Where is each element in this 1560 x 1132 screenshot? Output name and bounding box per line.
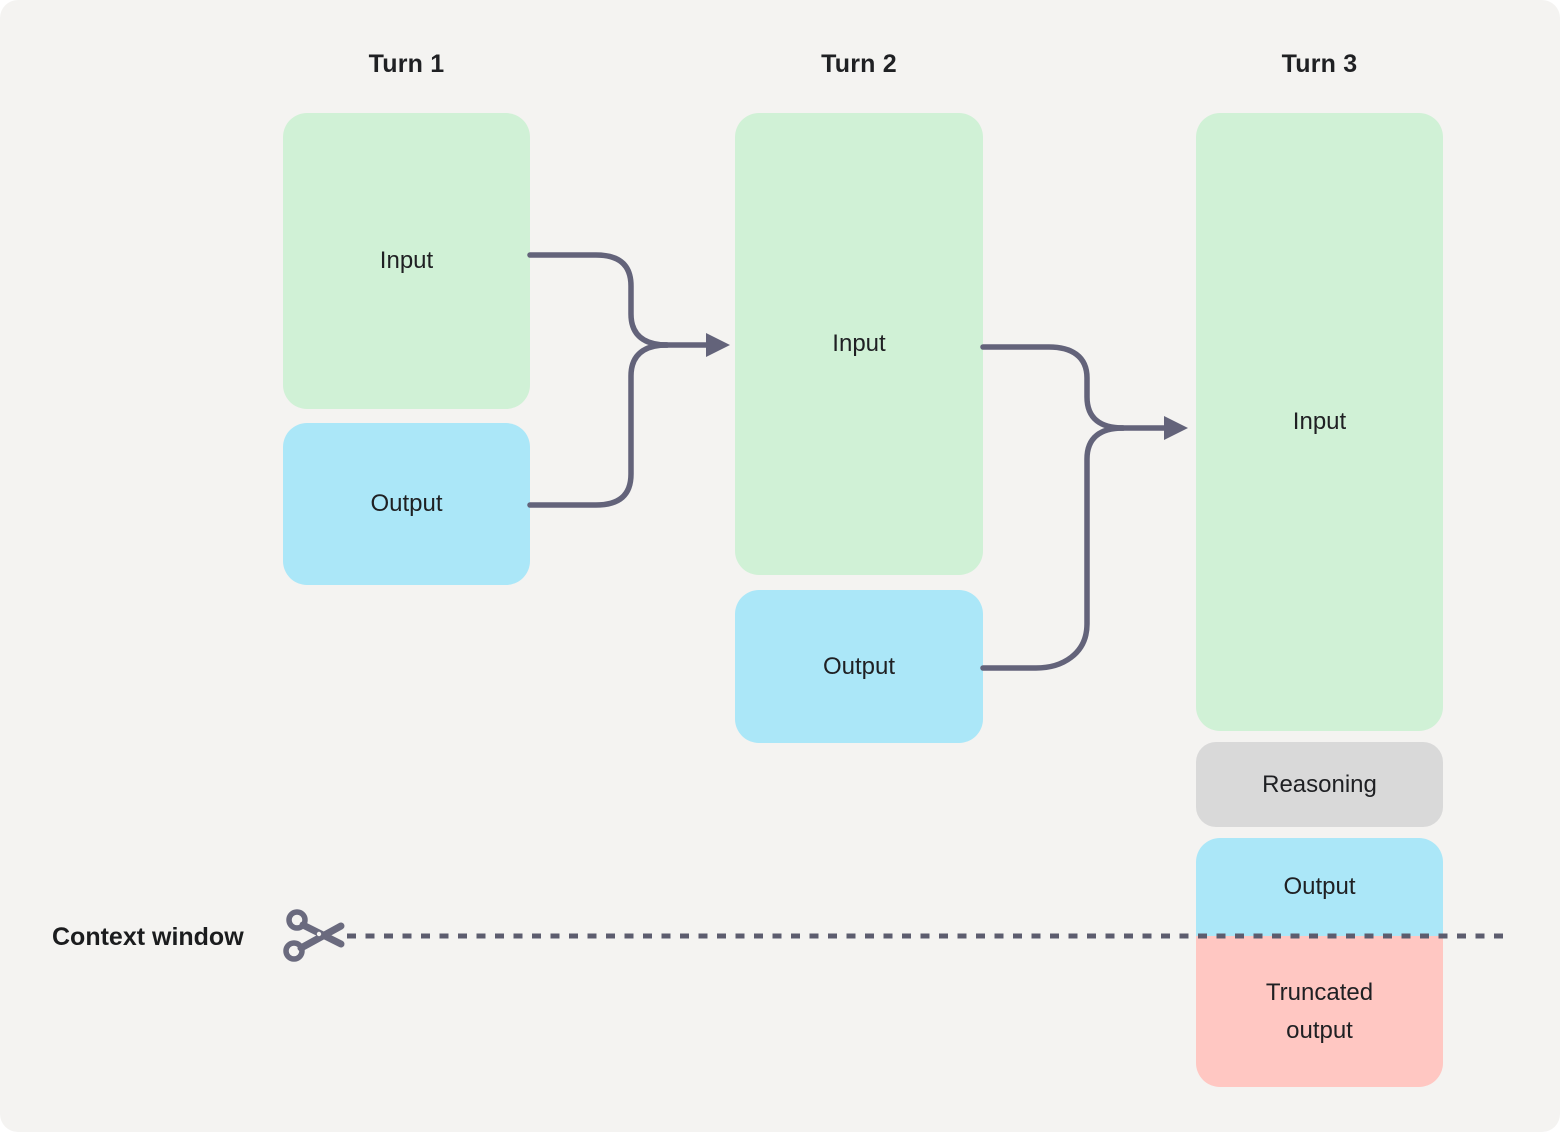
turn3-truncated-output-box: Truncated output [1196,936,1443,1087]
turn1-input-box: Input [283,113,530,409]
turn1-output-box: Output [283,423,530,585]
turn3-reasoning-label: Reasoning [1262,770,1377,798]
turn2-output-box: Output [735,590,983,743]
turn3-input-box: Input [1196,113,1443,731]
turn2-input-box: Input [735,113,983,575]
turn1-output-label: Output [370,490,443,517]
turn1-title: Turn 1 [368,50,445,78]
turn2-output-label: Output [822,652,896,680]
turn3-title: Turn 3 [1281,50,1358,78]
turn3-truncated-output-label: Truncated output [1265,978,1374,1044]
turn3-output-label: Output [1283,873,1356,900]
turn3-output-box: Output [1196,838,1443,936]
turn2-input-label: Input [832,330,886,357]
turn2-title: Turn 2 [821,50,897,78]
turn1-input-label: Input [379,247,434,274]
turn3-input-label: Input [1292,408,1347,435]
context-window-label: Context window [52,923,244,951]
turn3-reasoning-box: Reasoning [1196,742,1443,827]
